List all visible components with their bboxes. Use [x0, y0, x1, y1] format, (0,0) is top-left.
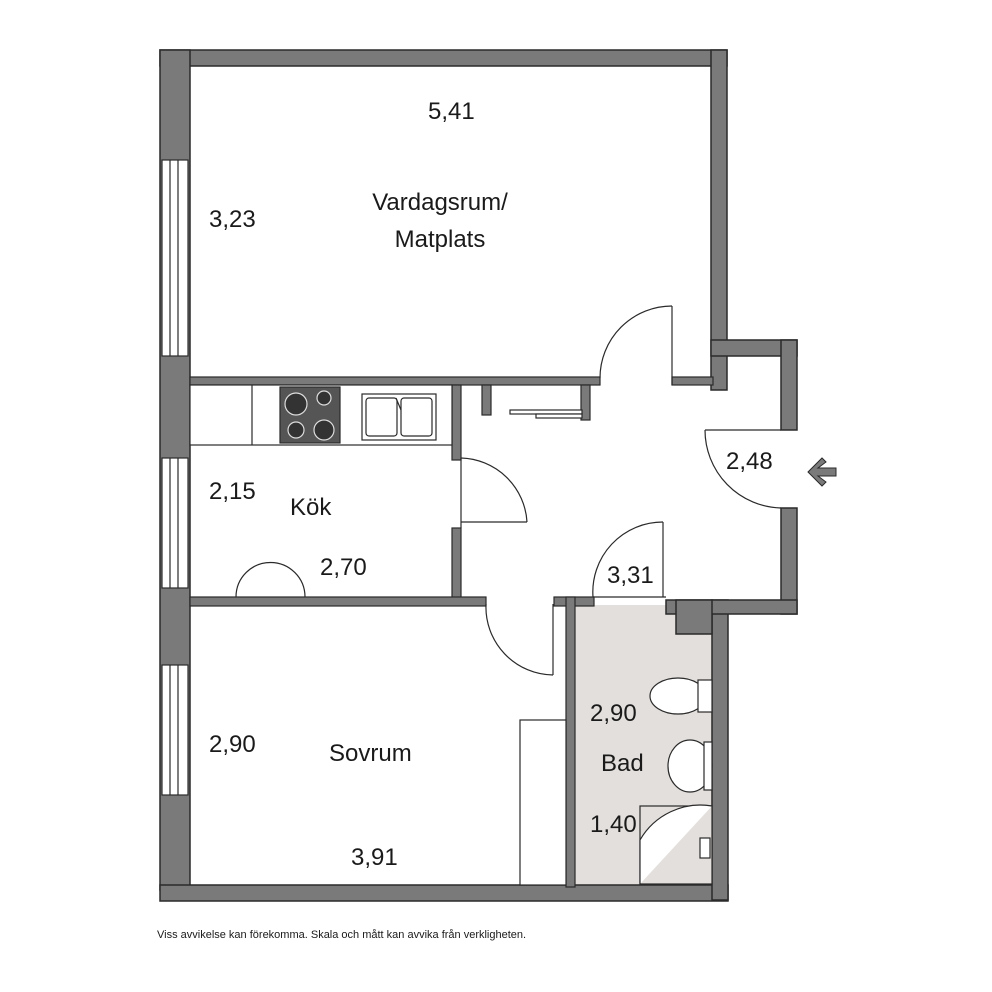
wardrobe — [519, 719, 567, 886]
bathroom-fixtures — [639, 677, 713, 885]
hall-entrance-label: 2,48 — [726, 448, 773, 475]
living-room-name-1: Vardagsrum/ — [372, 189, 508, 216]
hall-width-label: 3,31 — [607, 562, 654, 589]
living-depth-label: 3,23 — [209, 206, 256, 233]
kitchen-counter — [189, 384, 583, 446]
bedroom-name: Sovrum — [329, 740, 412, 767]
window-kitchen — [161, 457, 189, 589]
disclaimer-text: Viss avvikelse kan förekomma. Skala och … — [157, 929, 527, 941]
bathroom-name: Bad — [601, 750, 644, 777]
kitchen-depth-label: 2,15 — [209, 478, 256, 505]
doors — [235, 305, 782, 676]
windows — [161, 159, 189, 796]
bedroom-width-label: 3,91 — [351, 844, 398, 871]
living-room-name-2: Matplats — [394, 226, 486, 253]
window-bedroom — [161, 664, 189, 796]
entrance-arrow-icon — [807, 457, 837, 487]
window-living — [161, 159, 189, 357]
bathroom-depth-label: 2,90 — [590, 700, 637, 727]
living-width-label: 5,41 — [428, 98, 475, 125]
bathroom-width-label: 1,40 — [590, 811, 637, 838]
kitchen-name: Kök — [290, 494, 332, 521]
kitchen-width-label: 2,70 — [320, 554, 367, 581]
bedroom-depth-label: 2,90 — [209, 731, 256, 758]
interior-walls — [189, 376, 714, 888]
